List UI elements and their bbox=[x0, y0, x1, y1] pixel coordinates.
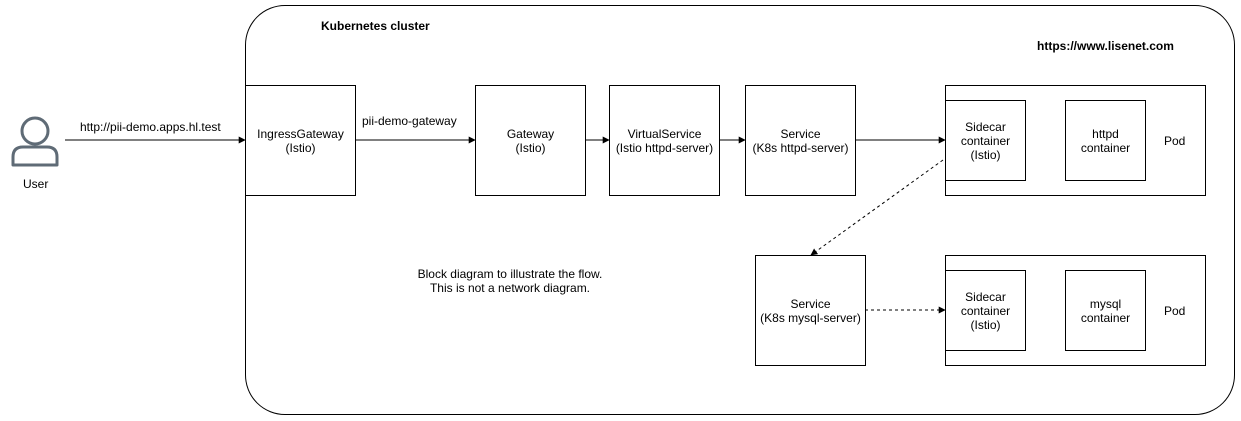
sidecar-mysql-box: Sidecar container (Istio) bbox=[945, 270, 1026, 351]
virtualservice-box: VirtualService (Istio httpd-server) bbox=[609, 85, 720, 196]
diagram-note: Block diagram to illustrate the flow. Th… bbox=[417, 267, 603, 295]
cluster-title: Kubernetes cluster bbox=[321, 19, 430, 33]
ingress-gateway-label: IngressGateway (Istio) bbox=[257, 126, 344, 155]
sidecar-httpd-label: Sidecar container (Istio) bbox=[960, 119, 1011, 162]
cluster-url: https://www.lisenet.com bbox=[1037, 39, 1174, 53]
pod-mysql-label: Pod bbox=[1164, 304, 1186, 318]
sidecar-mysql-label: Sidecar container (Istio) bbox=[960, 289, 1011, 332]
virtualservice-label: VirtualService (Istio httpd-server) bbox=[615, 126, 714, 155]
service-httpd-label: Service (K8s httpd-server) bbox=[752, 126, 849, 155]
gateway-label: Gateway (Istio) bbox=[506, 126, 555, 155]
pod-httpd-label: Pod bbox=[1164, 134, 1186, 148]
mysql-container-box: mysql container bbox=[1065, 270, 1146, 351]
kubernetes-cluster-boundary bbox=[245, 5, 1235, 415]
httpd-container-label: httpd container bbox=[1080, 126, 1131, 155]
gateway-box: Gateway (Istio) bbox=[475, 85, 586, 196]
edge-label-user-url: http://pii-demo.apps.hl.test bbox=[80, 120, 221, 134]
ingress-gateway-box: IngressGateway (Istio) bbox=[245, 85, 356, 196]
edge-label-gateway-name: pii-demo-gateway bbox=[362, 114, 457, 128]
service-httpd-box: Service (K8s httpd-server) bbox=[745, 85, 856, 196]
service-mysql-label: Service (K8s mysql-server) bbox=[760, 296, 861, 325]
mysql-container-label: mysql container bbox=[1080, 296, 1131, 325]
user-icon bbox=[11, 116, 59, 167]
sidecar-httpd-box: Sidecar container (Istio) bbox=[945, 100, 1026, 181]
service-mysql-box: Service (K8s mysql-server) bbox=[755, 255, 866, 366]
httpd-container-box: httpd container bbox=[1065, 100, 1146, 181]
user-label: User bbox=[23, 177, 49, 191]
